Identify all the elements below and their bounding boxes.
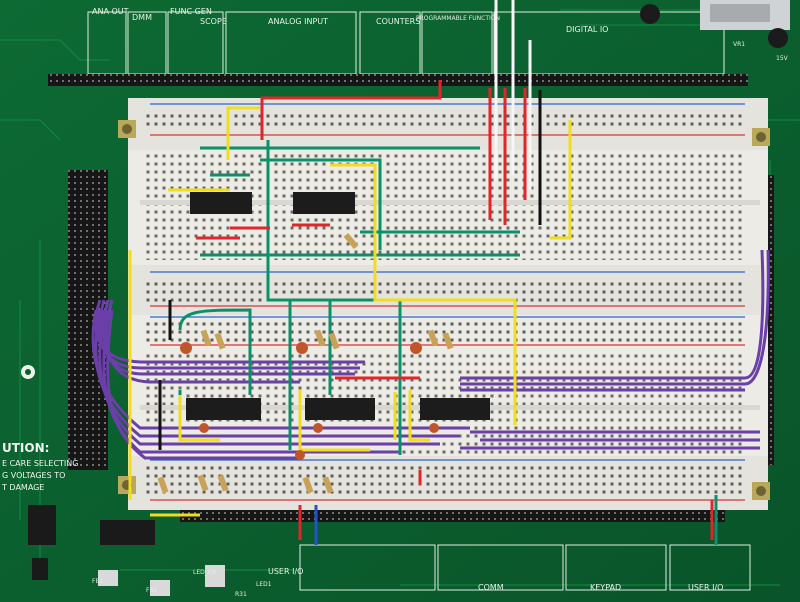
yellow-wires bbox=[128, 106, 572, 517]
silkscreen-bottom-boxes bbox=[299, 544, 751, 591]
jumper-small bbox=[32, 558, 48, 580]
label-scope: SCOPE bbox=[200, 17, 227, 26]
white-wires bbox=[494, 0, 532, 190]
label-r31: R31 bbox=[235, 591, 247, 598]
resistor-icon bbox=[157, 232, 454, 494]
top-header-strip bbox=[48, 74, 748, 86]
caution-line-1: E CARE SELECTING bbox=[2, 459, 78, 468]
label-led1: LED1 bbox=[256, 581, 272, 588]
label-user-io-left: USER I/O bbox=[268, 567, 303, 576]
label-keypad: KEYPAD bbox=[590, 583, 621, 592]
fb5-switch bbox=[150, 580, 170, 596]
rail-holes-top bbox=[145, 110, 745, 130]
top-right-capacitor bbox=[768, 28, 788, 48]
red-wires bbox=[196, 80, 714, 540]
purple-wire-harness bbox=[91, 249, 770, 460]
label-15v: 15V bbox=[776, 55, 789, 62]
top-capacitor bbox=[640, 4, 660, 24]
label-user-io-right: USER I/O bbox=[688, 583, 723, 592]
bottom-left-chip bbox=[100, 520, 155, 545]
company-logo-icon bbox=[21, 365, 35, 379]
label-vr1: VR1 bbox=[733, 41, 745, 48]
rail-holes-bottom bbox=[145, 466, 745, 496]
label-analog-input: ANALOG INPUT bbox=[268, 17, 328, 26]
label-ana-out: ANA OUT bbox=[92, 7, 129, 16]
label-digital-io: DIGITAL IO bbox=[566, 25, 608, 34]
dip-ic-chip-icon bbox=[186, 192, 490, 420]
label-fb5: FB5 bbox=[146, 587, 158, 594]
upper-center-channel bbox=[140, 200, 760, 205]
capacitor-icon bbox=[180, 342, 439, 460]
caution-line-3: T DAMAGE bbox=[1, 483, 44, 492]
fb1-switch bbox=[98, 570, 118, 586]
jumper-block bbox=[28, 505, 56, 545]
caution-title: UTION: bbox=[2, 441, 49, 455]
rail-holes-middle-b bbox=[145, 320, 745, 342]
breadboard-screws bbox=[118, 120, 770, 500]
top-right-connector-inner bbox=[710, 4, 770, 22]
led-en-switch bbox=[205, 565, 225, 587]
label-led-en: LED_EN bbox=[193, 569, 216, 576]
label-comm: COMM bbox=[478, 583, 504, 592]
black-wires bbox=[158, 90, 542, 450]
bottom-header-strip bbox=[180, 510, 725, 522]
label-dmm: DMM bbox=[132, 13, 152, 22]
caution-line-2: G VOLTAGES TO bbox=[2, 471, 65, 480]
label-programmable-function: PROGRAMMABLE FUNCTION bbox=[416, 15, 500, 22]
label-counters: COUNTERS bbox=[376, 17, 420, 26]
label-func-gen: FUNC GEN bbox=[170, 7, 212, 16]
label-fb1: FB1 bbox=[92, 578, 104, 585]
